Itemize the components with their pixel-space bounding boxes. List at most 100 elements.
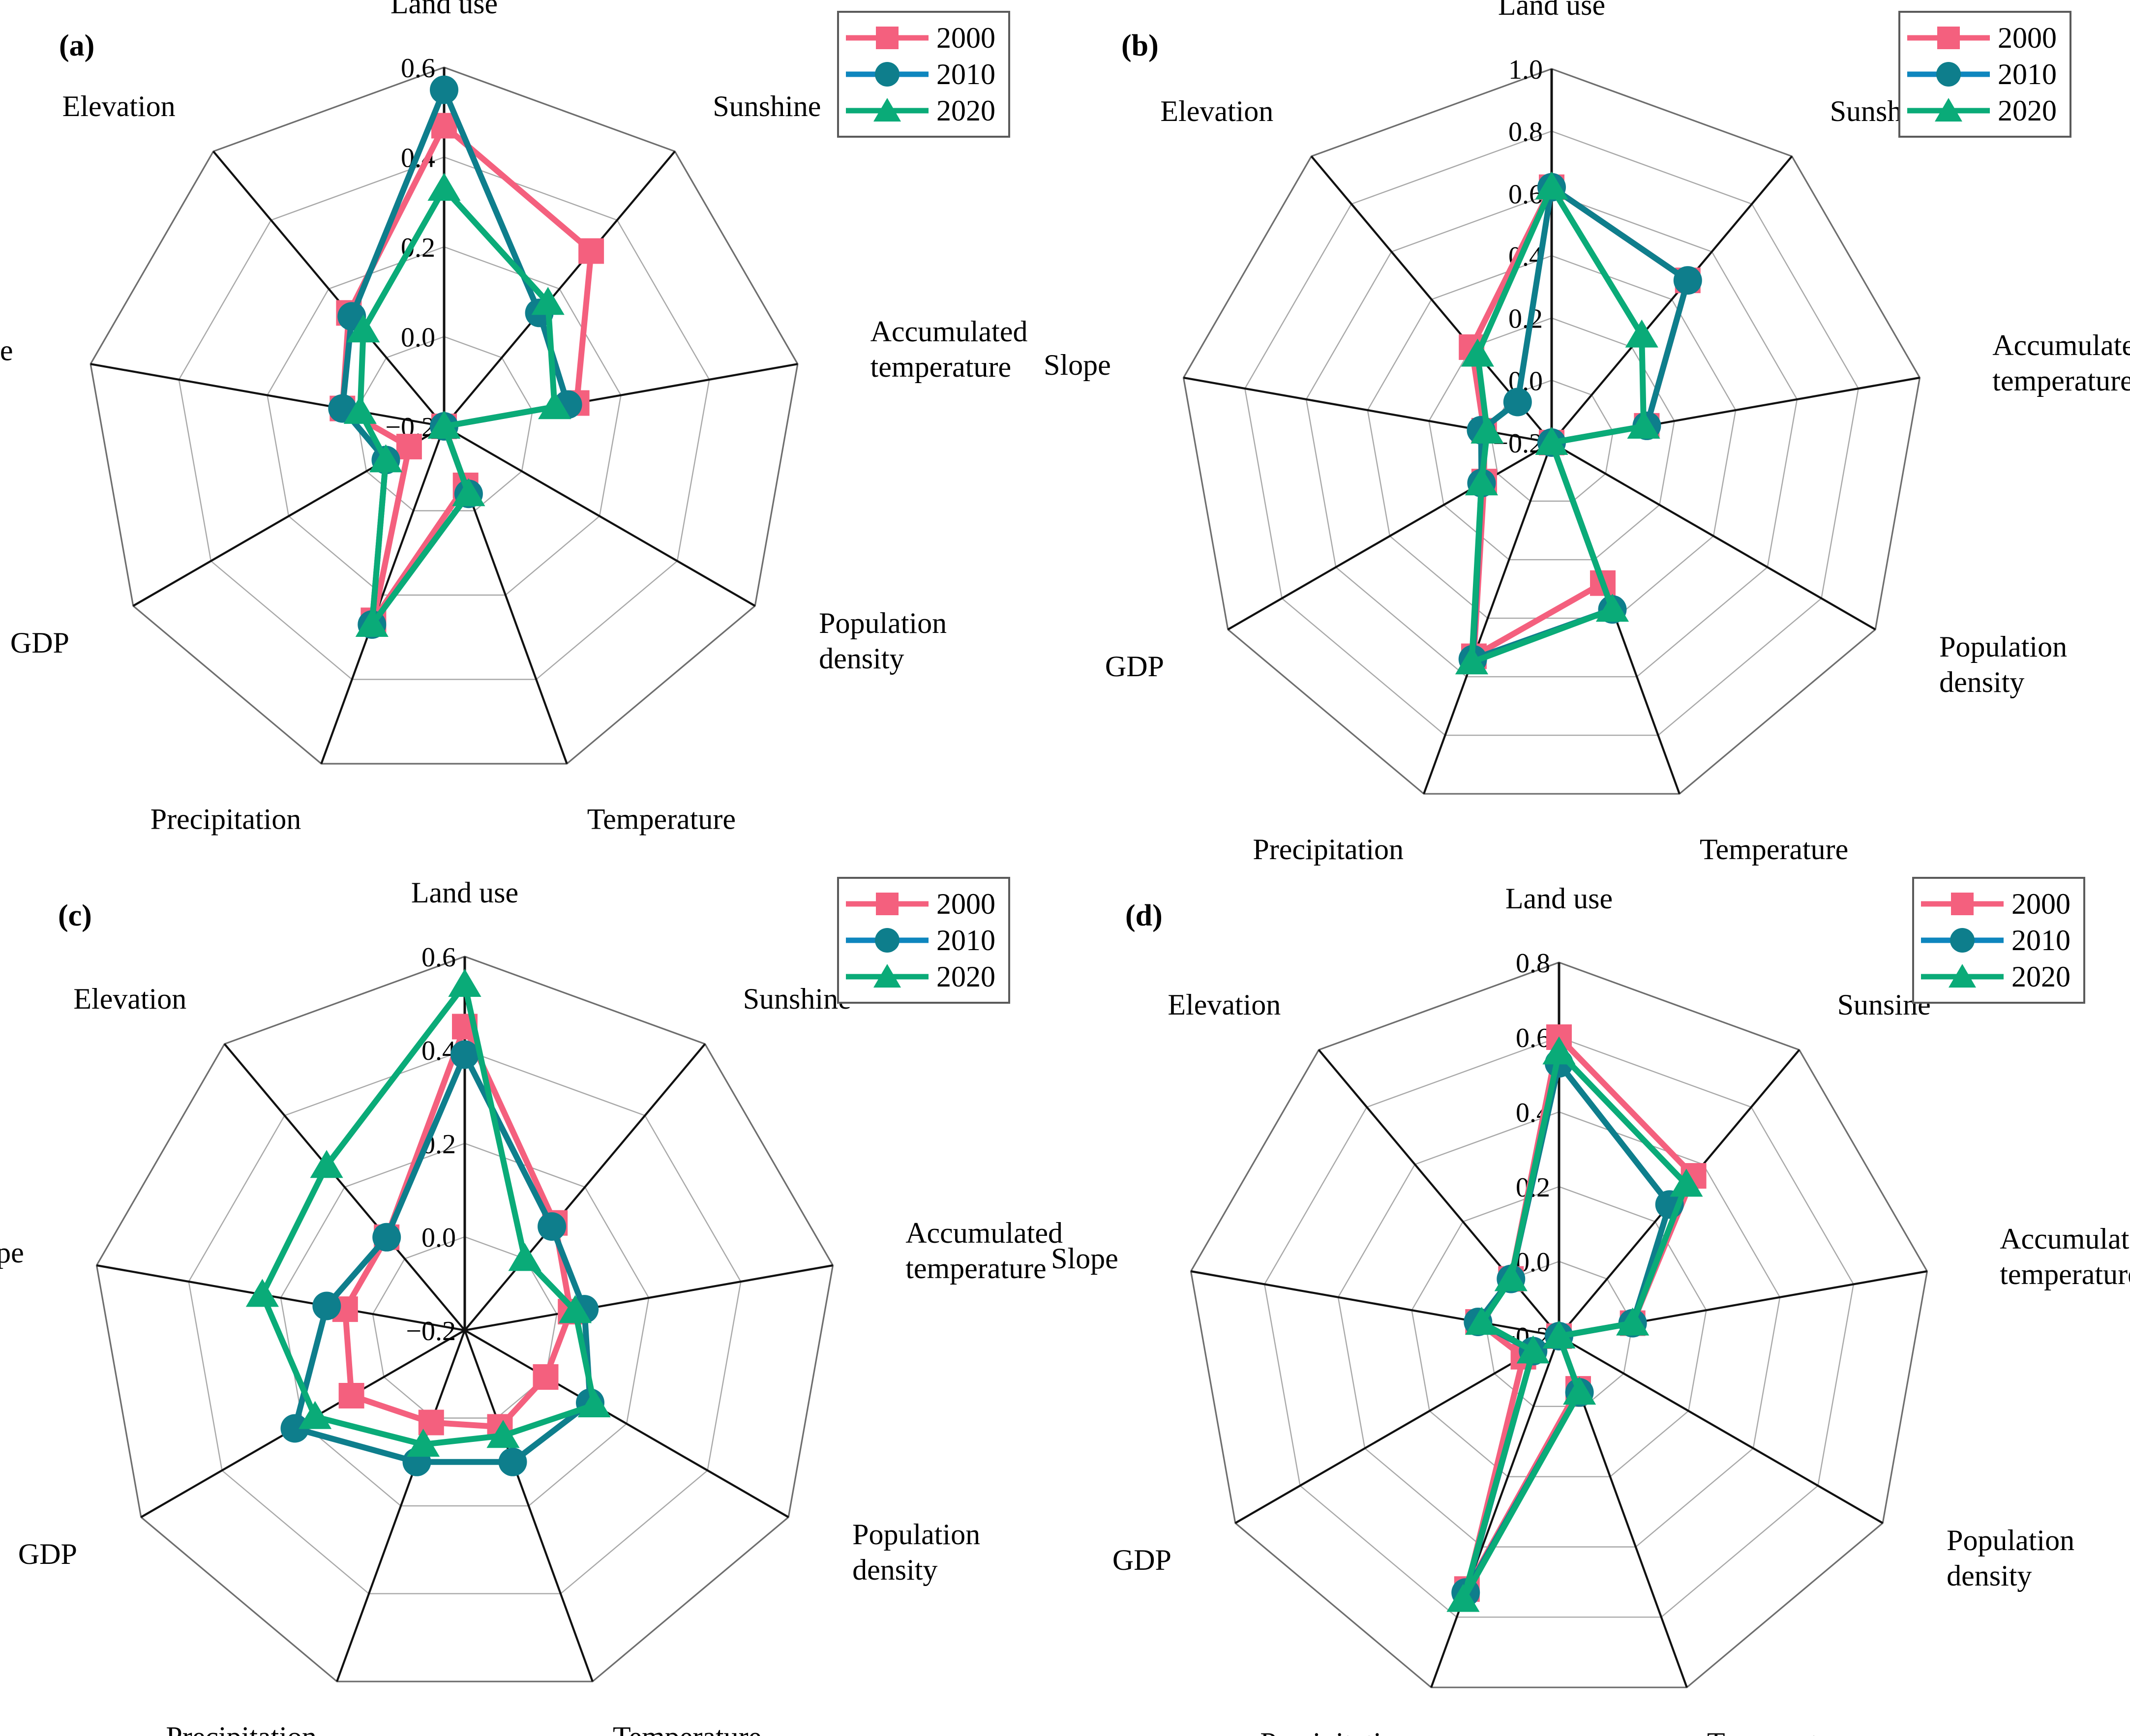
svg-text:Population: Population bbox=[852, 1518, 980, 1551]
radial-tick-labels: 0.60.40.20.0−0.2 bbox=[406, 942, 456, 1347]
svg-text:Population: Population bbox=[819, 607, 947, 639]
svg-text:0.6: 0.6 bbox=[401, 53, 435, 84]
svg-text:Precipitation: Precipitation bbox=[150, 803, 301, 836]
legend-item-2020[interactable]: 2020 bbox=[846, 958, 995, 995]
radar-series-2020 bbox=[343, 173, 571, 637]
panel-c-tag: (c) bbox=[58, 899, 92, 932]
legend-item-2020[interactable]: 2020 bbox=[1907, 92, 2057, 129]
legend-swatch-2010 bbox=[1907, 62, 1990, 87]
svg-text:0.6: 0.6 bbox=[1516, 1023, 1550, 1053]
svg-text:0.0: 0.0 bbox=[401, 323, 435, 353]
svg-text:Sunshine: Sunshine bbox=[743, 983, 851, 1015]
svg-text:density: density bbox=[1947, 1559, 2032, 1592]
legend-label-2010: 2010 bbox=[2011, 924, 2070, 957]
legend-label-2000: 2000 bbox=[936, 888, 995, 920]
legend-swatch-2020 bbox=[846, 964, 929, 988]
svg-text:Accumulated: Accumulated bbox=[2000, 1223, 2130, 1255]
svg-text:Accumulated: Accumulated bbox=[1992, 329, 2130, 361]
legend-item-2020[interactable]: 2020 bbox=[1921, 958, 2070, 995]
svg-text:GDP: GDP bbox=[1112, 1544, 1171, 1576]
svg-text:GDP: GDP bbox=[1105, 650, 1164, 683]
svg-text:temperature: temperature bbox=[905, 1252, 1047, 1285]
svg-text:Temperature: Temperature bbox=[1700, 833, 1848, 866]
legend-swatch-2020 bbox=[1907, 98, 1990, 122]
radar-series-2020 bbox=[1455, 171, 1660, 675]
panel-a-legend: 2000 2010 2020 bbox=[837, 11, 1010, 138]
svg-text:Slope: Slope bbox=[1044, 349, 1111, 381]
radar-grid bbox=[95, 956, 834, 1682]
legend-label-2000: 2000 bbox=[2011, 888, 2070, 920]
svg-text:temperature: temperature bbox=[870, 351, 1012, 383]
svg-text:Precipitation: Precipitation bbox=[166, 1721, 317, 1736]
svg-text:Slope: Slope bbox=[1051, 1242, 1118, 1275]
panel-d-legend: 2000 2010 2020 bbox=[1912, 877, 2085, 1004]
svg-text:Temperature: Temperature bbox=[587, 803, 736, 836]
legend-swatch-2020 bbox=[1921, 964, 2004, 988]
svg-text:temperature: temperature bbox=[1992, 364, 2130, 397]
legend-item-2000[interactable]: 2000 bbox=[846, 886, 995, 922]
svg-text:density: density bbox=[1939, 666, 2024, 698]
panel-c-legend: 2000 2010 2020 bbox=[837, 877, 1010, 1004]
svg-text:Slope: Slope bbox=[0, 334, 13, 367]
svg-text:Land use: Land use bbox=[411, 876, 518, 909]
axis-labels: Land useSunsineAccumulatedtemperaturePop… bbox=[1051, 882, 2130, 1736]
legend-label-2000: 2000 bbox=[936, 22, 995, 54]
svg-text:1.0: 1.0 bbox=[1508, 55, 1543, 85]
svg-text:0.6: 0.6 bbox=[1508, 179, 1543, 210]
svg-text:Population: Population bbox=[1947, 1524, 2074, 1556]
axis-labels: Land useSunshineAccumulatedtemperaturePo… bbox=[1044, 0, 2130, 866]
panel-a-tag: (a) bbox=[59, 29, 95, 62]
legend-swatch-2010 bbox=[846, 928, 929, 953]
legend-label-2020: 2020 bbox=[1998, 94, 2057, 127]
legend-swatch-2000 bbox=[846, 27, 929, 49]
legend-swatch-2010 bbox=[1921, 928, 2004, 953]
legend-item-2010[interactable]: 2010 bbox=[846, 922, 995, 958]
panel-b-legend: 2000 2010 2020 bbox=[1898, 11, 2071, 138]
legend-swatch-2000 bbox=[1921, 893, 2004, 915]
svg-text:density: density bbox=[852, 1554, 937, 1586]
svg-text:Temperature: Temperature bbox=[613, 1721, 761, 1736]
svg-text:Land use: Land use bbox=[1498, 0, 1605, 21]
svg-text:0.2: 0.2 bbox=[1508, 304, 1543, 334]
axis-labels: Land useSunshineAccumulatedtemperaturePo… bbox=[0, 0, 1027, 836]
svg-text:Land use: Land use bbox=[1505, 882, 1613, 915]
svg-text:Slope: Slope bbox=[0, 1236, 24, 1269]
legend-item-2010[interactable]: 2010 bbox=[1907, 56, 2057, 92]
legend-item-2000[interactable]: 2000 bbox=[1907, 20, 2057, 56]
legend-swatch-2000 bbox=[1907, 27, 1990, 49]
svg-text:Elevation: Elevation bbox=[1168, 988, 1281, 1021]
svg-text:0.0: 0.0 bbox=[421, 1223, 456, 1253]
legend-swatch-2000 bbox=[846, 893, 929, 915]
svg-text:Elevation: Elevation bbox=[73, 983, 186, 1015]
axis-labels: Land useSunshineAccumulatedtemperaturePo… bbox=[0, 876, 1063, 1736]
radar-series-2020 bbox=[1446, 1036, 1703, 1612]
panel-b-tag: (b) bbox=[1121, 29, 1159, 62]
svg-text:−0.2: −0.2 bbox=[1493, 428, 1543, 459]
legend-item-2020[interactable]: 2020 bbox=[846, 92, 995, 129]
svg-text:Accumulated: Accumulated bbox=[905, 1217, 1063, 1249]
radar-series-2010 bbox=[328, 75, 582, 639]
svg-text:Elevation: Elevation bbox=[62, 90, 176, 122]
legend-item-2000[interactable]: 2000 bbox=[1921, 886, 2070, 922]
svg-text:−0.2: −0.2 bbox=[406, 1316, 456, 1347]
radar-series-2000 bbox=[1454, 1024, 1707, 1602]
legend-label-2010: 2010 bbox=[1998, 58, 2057, 90]
legend-label-2020: 2020 bbox=[936, 960, 995, 993]
svg-text:Precipitation: Precipitation bbox=[1253, 833, 1404, 866]
legend-item-2010[interactable]: 2010 bbox=[1921, 922, 2070, 958]
legend-swatch-2010 bbox=[846, 62, 929, 87]
legend-item-2000[interactable]: 2000 bbox=[846, 20, 995, 56]
svg-text:0.8: 0.8 bbox=[1516, 948, 1550, 979]
svg-text:GDP: GDP bbox=[18, 1538, 77, 1570]
svg-text:Elevation: Elevation bbox=[1160, 95, 1273, 127]
radar-series-2000 bbox=[330, 113, 604, 633]
legend-item-2010[interactable]: 2010 bbox=[846, 56, 995, 92]
